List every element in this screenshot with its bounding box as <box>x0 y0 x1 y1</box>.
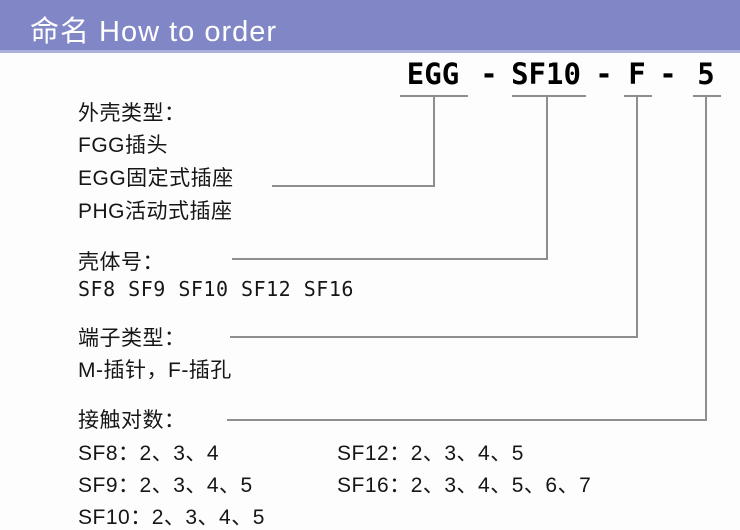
shell-type-option-phg: PHG活动式插座 <box>78 200 233 223</box>
leader-horizontal-terminal-type <box>230 336 638 338</box>
shell-type-option-fgg: FGG插头 <box>78 134 168 157</box>
contact-pairs-sf8: SF8：2、3、4 <box>78 442 220 465</box>
shell-size-options: SF8 SF9 SF10 SF12 SF16 <box>78 277 354 301</box>
section-heading-terminal-type: 端子类型： <box>78 327 186 350</box>
contact-pairs-sf9: SF9：2、3、4、5 <box>78 474 253 497</box>
code-segment-contact-count: 5 <box>697 57 715 91</box>
leader-vertical-shell-type <box>433 96 435 187</box>
code-separator: - <box>595 57 613 91</box>
leader-vertical-terminal-type <box>636 96 638 338</box>
section-heading-shell-type: 外壳类型： <box>78 102 186 125</box>
header-bar: 命名 How to order <box>0 0 740 53</box>
code-segment-shell-size: SF10 <box>511 57 581 91</box>
underline-shell-size <box>512 95 586 97</box>
contact-pairs-sf10: SF10：2、3、4、5 <box>78 506 265 529</box>
code-segment-shell-type: EGG <box>406 57 460 91</box>
leader-vertical-shell-size <box>546 96 548 260</box>
section-heading-contact-pairs: 接触对数： <box>78 409 186 432</box>
terminal-type-options: M-插针，F-插孔 <box>78 359 232 382</box>
code-segment-terminal-type: F <box>628 57 646 91</box>
leader-horizontal-contact-count <box>227 419 707 421</box>
contact-pairs-sf12: SF12：2、3、4、5 <box>337 442 524 465</box>
underline-terminal-type <box>624 95 652 97</box>
section-heading-shell-size: 壳体号： <box>78 251 164 274</box>
leader-horizontal-shell-size <box>232 258 548 260</box>
leader-horizontal-shell-type <box>272 185 435 187</box>
contact-pairs-sf16: SF16：2、3、4、5、6、7 <box>337 474 592 497</box>
underline-contact-count <box>693 95 721 97</box>
code-separator: - <box>480 57 498 91</box>
leader-vertical-contact-count <box>705 96 707 421</box>
shell-type-option-egg: EGG固定式插座 <box>78 167 234 190</box>
page-title: 命名 How to order <box>30 16 278 48</box>
code-separator: - <box>659 57 677 91</box>
